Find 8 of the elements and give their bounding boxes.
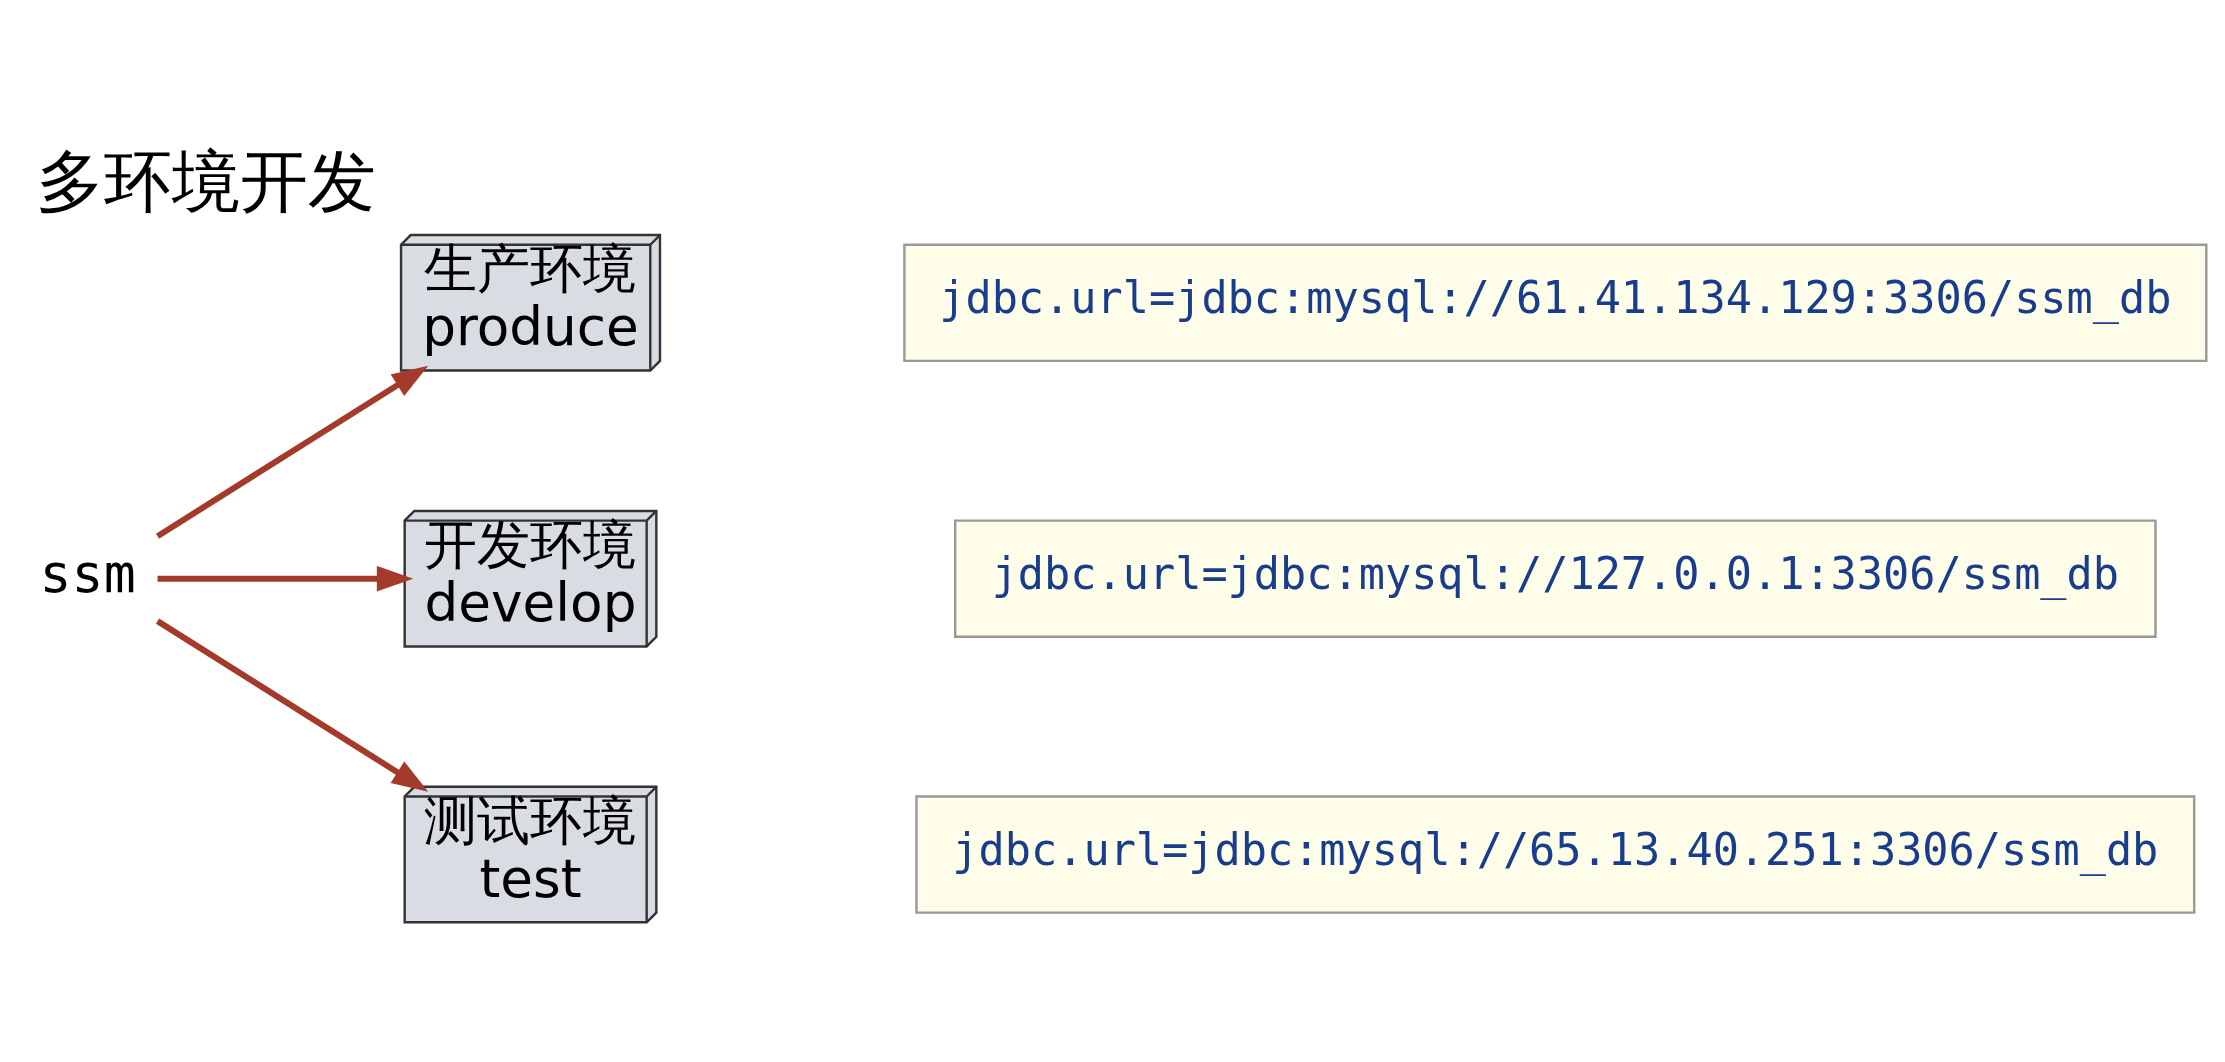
node-box: jdbc.url=jdbc:mysql://127.0.0.1:3306/ssm_db [954, 518, 2157, 638]
arrow [157, 565, 414, 591]
node-box: jdbc.url=jdbc:mysql://65.13.40.251:3306/ssm_db [915, 794, 2196, 914]
node-box: jdbc.url=jdbc:mysql://61.41.134.129:3306/ssm_db [903, 243, 2208, 362]
diagram-title: 多环境开发 [36, 141, 377, 221]
arrow [155, 365, 429, 539]
node-text: ssm [39, 542, 136, 605]
arrow [155, 618, 429, 792]
